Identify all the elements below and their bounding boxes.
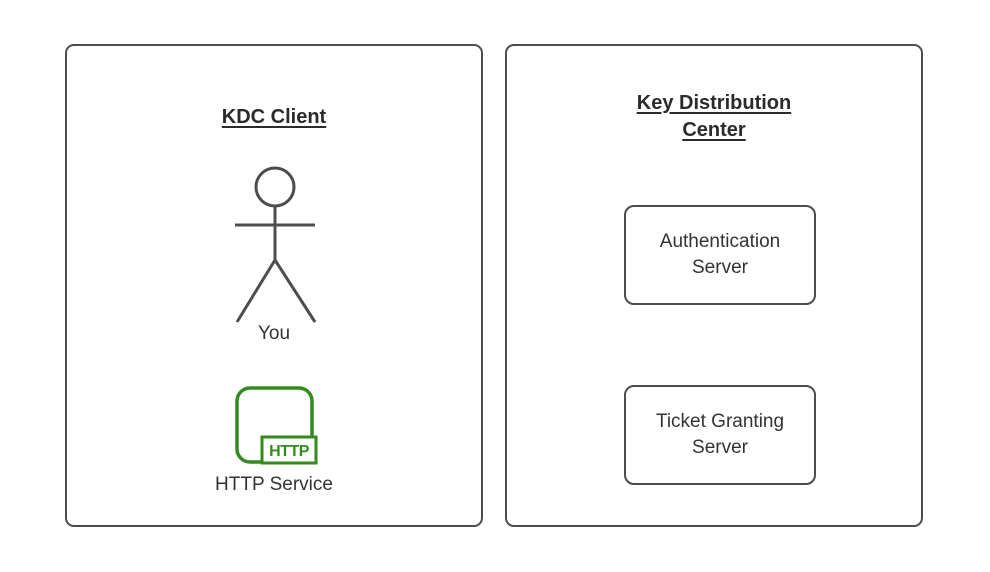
authentication-server-box: Authentication Server	[624, 205, 816, 305]
key-distribution-center-panel: Key Distribution Center Authentication S…	[505, 44, 923, 527]
ticket-granting-server-label: Ticket Granting Server	[656, 409, 784, 461]
kdc-client-title: KDC Client	[221, 106, 327, 128]
kdc-title-line2: Center	[682, 119, 746, 141]
ticket-granting-server-box: Ticket Granting Server	[624, 385, 816, 485]
key-distribution-center-title: Key Distribution Center	[507, 90, 921, 144]
authentication-server-label: Authentication Server	[660, 229, 780, 281]
ticket-granting-server-label-line1: Ticket Granting	[655, 411, 785, 432]
authentication-server-label-line2: Server	[692, 257, 748, 278]
http-badge-label: HTTP	[269, 443, 310, 460]
kdc-client-panel: KDC Client You HTTP HTTP Service	[65, 44, 483, 527]
authentication-server-label-line1: Authentication	[659, 231, 781, 252]
http-service-label: HTTP Service	[215, 474, 333, 495]
actor-label: You	[257, 323, 291, 344]
stick-figure-icon	[235, 166, 317, 323]
http-service-icon: HTTP	[235, 386, 318, 465]
kdc-title-line1: Key Distribution	[636, 92, 792, 114]
ticket-granting-server-label-line2: Server	[692, 437, 748, 458]
